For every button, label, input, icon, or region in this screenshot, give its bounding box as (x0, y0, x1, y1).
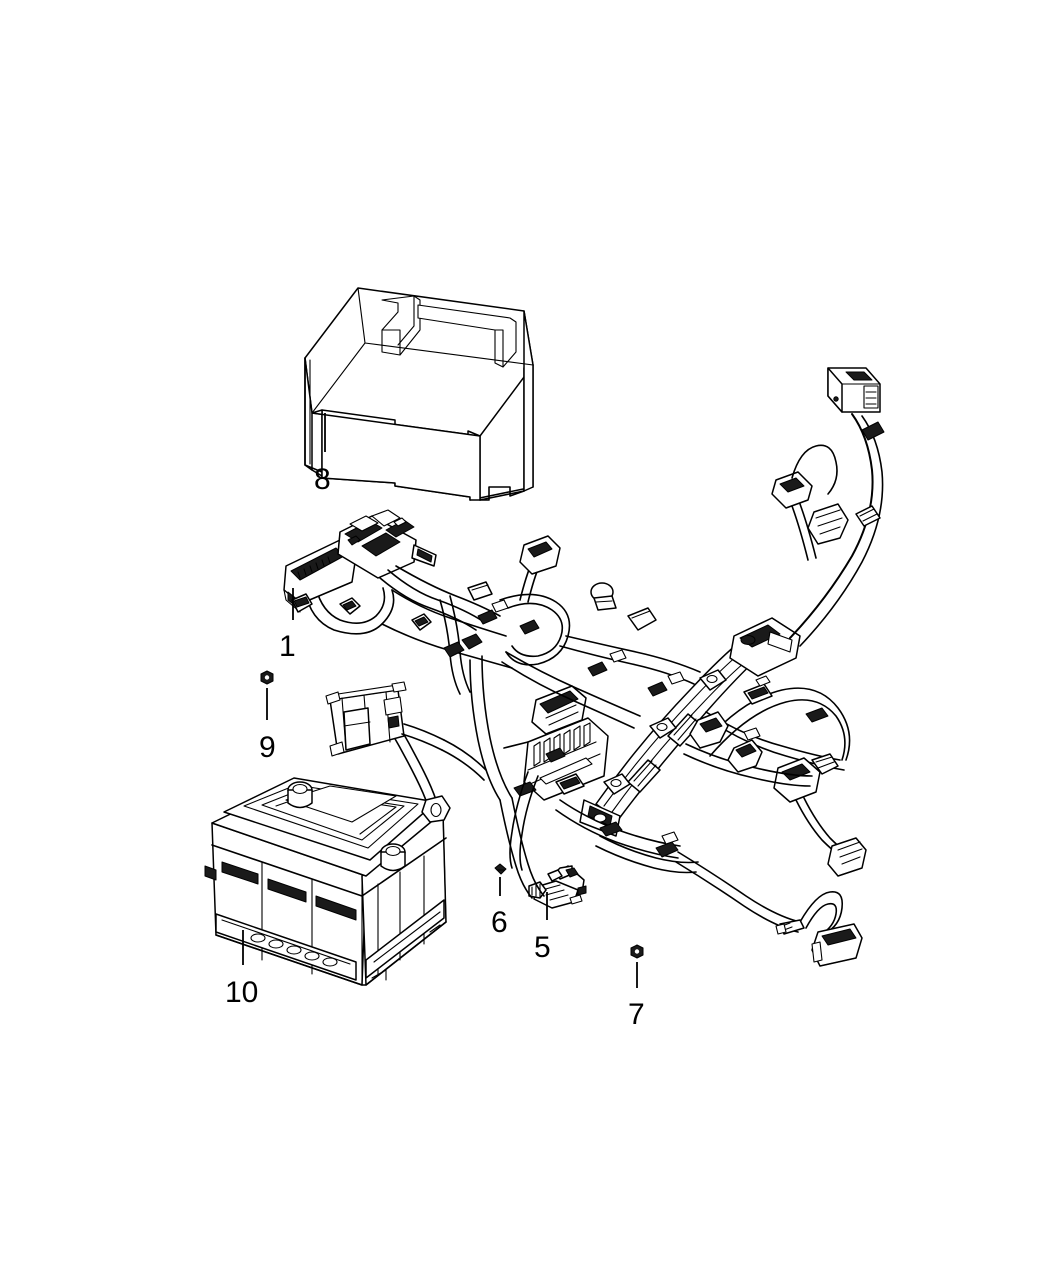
harness-short-stub (291, 593, 313, 613)
harness-side-connector (689, 711, 729, 749)
harness-trunk-head (729, 617, 801, 677)
harness-grommet-2 (590, 582, 617, 611)
harness-tab-arch (805, 707, 829, 723)
harness-inline-connector-right (727, 727, 763, 773)
battery-sensor-connector (528, 865, 587, 909)
harness-clip-mid-1 (339, 597, 361, 615)
harness-clip-mid-3 (461, 633, 483, 650)
harness-retainer-clip (494, 863, 507, 875)
harness-small-clips (477, 609, 668, 763)
harness-grommet-1 (467, 581, 493, 601)
callout-leaders (242, 413, 638, 988)
harness-clip-bottom-1 (555, 773, 585, 795)
harness-grommet-3 (627, 607, 657, 631)
callout-label-9: 9 (259, 731, 276, 764)
harness-clip-bottom-3 (599, 821, 623, 837)
harness-clip-lowcenter (655, 831, 679, 858)
harness-band-right-2 (861, 421, 885, 441)
harness-clip-left-1 (443, 641, 465, 658)
callout-label-6: 6 (491, 906, 508, 939)
harness-trunk-tab-2 (649, 717, 677, 739)
harness-connector-lower-right (827, 837, 867, 877)
harness-connector-top-right (827, 367, 881, 413)
wiring-harness (283, 367, 885, 967)
harness-small-tabs (491, 599, 685, 685)
battery-cover-shield (304, 287, 534, 501)
harness-fork-terminal (775, 919, 805, 935)
harness-top-connector-cluster (337, 509, 437, 579)
callout-label-5: 5 (534, 931, 551, 964)
hex-flange-nut-lower (630, 944, 644, 959)
harness-trunk-band-1 (627, 759, 661, 793)
battery (204, 777, 447, 986)
callout-label-1: 1 (279, 630, 296, 663)
callout-label-10: 10 (225, 976, 259, 1009)
harness-band-right-1 (855, 505, 881, 527)
harness-fuse-block (503, 717, 609, 801)
harness-clip-arch (743, 675, 773, 705)
harness-clip-bottom-2 (513, 781, 537, 797)
harness-trunk-tab-3 (699, 669, 727, 691)
battery-ground-eyelet (421, 795, 451, 823)
callout-label-8: 8 (314, 463, 331, 496)
hex-flange-nut-upper (260, 670, 274, 685)
callout-label-7: 7 (628, 998, 645, 1031)
harness-ecu-bracket (325, 681, 445, 757)
harness-junction-right (773, 753, 839, 803)
harness-clip-mid-2 (411, 613, 432, 631)
harness-connector-bottom-right (811, 923, 863, 967)
harness-connector-right-mid (771, 471, 813, 509)
harness-connector-upper-mid (519, 535, 561, 575)
harness-trunk-tab-1 (603, 773, 631, 795)
harness-round-plug (807, 503, 849, 545)
